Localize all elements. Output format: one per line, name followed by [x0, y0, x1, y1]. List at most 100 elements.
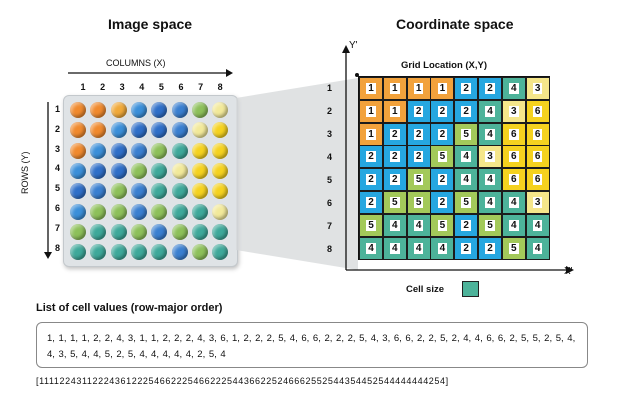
column-number: 5: [158, 82, 164, 92]
grid-cell-value: 4: [390, 219, 400, 231]
grid-cell-value: 2: [437, 174, 448, 186]
grid-cell: 5: [406, 168, 431, 192]
grid-cell: 5: [406, 191, 431, 214]
grid-cell: 2: [359, 145, 383, 169]
grid-cell: 4: [359, 236, 383, 260]
grid-cell-value: 2: [437, 105, 448, 117]
plate-well: [191, 122, 208, 139]
plate-well: [90, 183, 107, 200]
grid-cell: 4: [478, 168, 502, 192]
grid-cell: 2: [430, 191, 455, 214]
plate-well: [130, 142, 147, 159]
plate-well: [212, 162, 229, 179]
plate-well: [151, 203, 168, 220]
grid-cell: 2: [382, 145, 407, 169]
grid-cell-value: 1: [366, 105, 376, 117]
plate-well: [171, 223, 188, 240]
row-number: 4: [54, 163, 60, 174]
row-number: 7: [54, 222, 60, 233]
grid-cell-value: 4: [390, 242, 400, 254]
grid-cell-value: 6: [532, 174, 543, 186]
grid-cell: 5: [454, 191, 479, 214]
grid-cell: 5: [359, 213, 383, 237]
row-number: 6: [54, 203, 60, 213]
grid-cell: 1: [359, 122, 383, 146]
rows-arrow: [44, 102, 52, 259]
grid-cell: 2: [454, 77, 479, 100]
grid-cell-value: 3: [532, 83, 543, 94]
grid-cell: 5: [382, 191, 407, 214]
grid-cell-value: 2: [366, 197, 376, 208]
plate-well: [151, 244, 168, 261]
plate-well: [90, 223, 107, 240]
grid-cell-value: 1: [366, 83, 376, 94]
grid-cell-value: 4: [485, 105, 495, 117]
grid-cell-value: 1: [366, 128, 376, 140]
grid-cell: 2: [454, 236, 479, 260]
grid-row-number: 2: [326, 106, 332, 116]
list-title: List of cell values (row-major order): [36, 302, 223, 314]
grid-cell-value: 1: [390, 105, 400, 117]
grid-cell: 1: [359, 77, 383, 100]
plate-well: [70, 203, 86, 220]
grid-cell: 4: [454, 145, 479, 169]
plate-well: [110, 142, 127, 159]
well-plate: [63, 95, 238, 267]
grid-cell: 4: [525, 213, 550, 237]
grid-cell: 3: [501, 99, 526, 123]
grid-title: Grid Location (X,Y): [401, 60, 488, 71]
plate-well: [110, 183, 127, 200]
grid-row-number: 5: [326, 175, 332, 185]
grid-cell-value: 4: [532, 242, 543, 254]
grid-cell: 3: [525, 77, 550, 100]
grid-cell: 4: [478, 122, 502, 146]
plate-well: [130, 244, 147, 261]
cell-size-swatch: [462, 281, 479, 297]
row-number: 8: [54, 242, 60, 253]
plate-well: [191, 223, 208, 240]
grid-cell-value: 2: [485, 83, 495, 94]
grid-cell-value: 6: [509, 128, 519, 140]
grid-cell-value: 4: [532, 219, 543, 231]
plate-well: [171, 102, 188, 118]
grid-cell-value: 4: [485, 128, 495, 140]
grid-cell: 5: [501, 236, 526, 260]
rows-label: ROWS (Y): [20, 151, 30, 195]
grid-cell-value: 2: [413, 105, 424, 117]
raw-values-string: [111122431122243612225466222546622254436…: [36, 376, 449, 386]
image-space-title: Image space: [108, 16, 193, 32]
grid-cell: 1: [430, 77, 455, 100]
grid-cell: 2: [359, 191, 383, 214]
plate-well: [151, 102, 168, 118]
grid-cell-value: 4: [413, 242, 424, 254]
grid-cell: 2: [430, 99, 455, 123]
plate-well: [212, 223, 229, 240]
grid-row-number: 8: [326, 244, 332, 254]
plate-well: [212, 183, 229, 200]
plate-well: [130, 183, 147, 200]
plate-well: [171, 183, 188, 200]
plate-well: [171, 122, 188, 139]
plate-well: [90, 142, 107, 159]
grid-cell: 6: [501, 168, 526, 192]
columns-arrow: [68, 69, 233, 77]
grid-cell: 2: [382, 122, 407, 146]
plate-well: [110, 244, 127, 261]
grid-cell: 6: [501, 122, 526, 146]
grid-cell-value: 3: [485, 151, 495, 163]
grid-cell: 5: [430, 213, 455, 237]
connector-band: [236, 78, 358, 270]
grid-cell: 4: [406, 236, 431, 260]
grid-cell: 6: [525, 122, 550, 146]
grid-cell-value: 4: [413, 219, 424, 231]
grid-cell-value: 5: [390, 197, 400, 208]
grid-cell-value: 2: [390, 151, 400, 163]
plate-well: [70, 244, 86, 261]
column-number: 4: [139, 82, 145, 92]
plate-well: [171, 162, 188, 179]
grid-cell-value: 3: [532, 197, 543, 208]
grid-cell-value: 2: [485, 242, 495, 254]
grid-cell: 4: [382, 236, 407, 260]
grid-cell-value: 2: [461, 242, 471, 254]
grid-cell: 4: [525, 236, 550, 260]
